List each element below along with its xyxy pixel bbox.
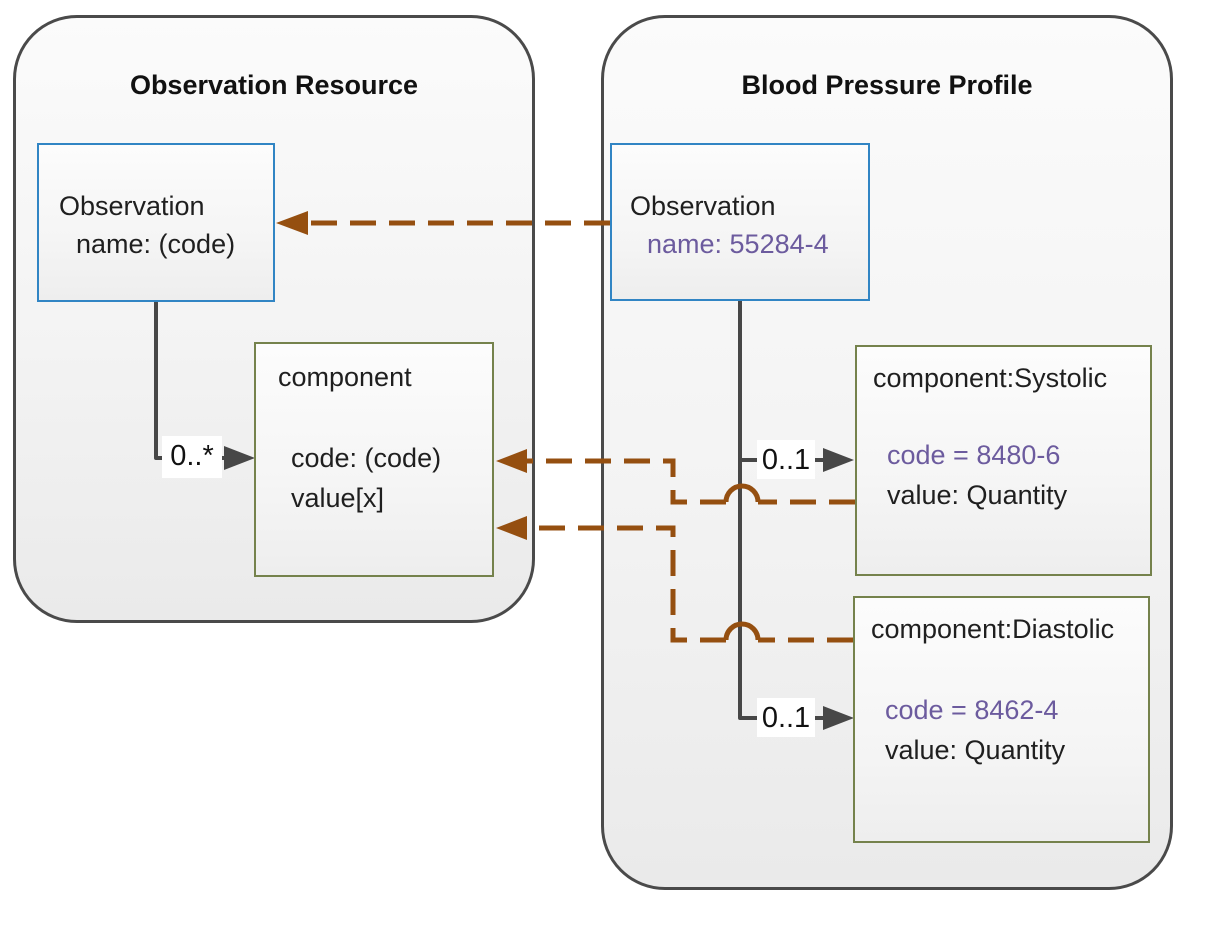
component-value-attr: value[x] (291, 483, 385, 513)
observation-resource-class-name: Observation (59, 191, 205, 221)
right-container-title: Blood Pressure Profile (741, 70, 1033, 100)
component-diastolic-title: component:Diastolic (871, 614, 1115, 644)
component-diastolic-box: component:Diastolic code = 8462-4 value:… (853, 596, 1150, 843)
component-box: component code: (code) value[x] (254, 342, 494, 577)
component-box-title: component (278, 362, 412, 392)
profile-observation-box: Observation name: 55284-4 (610, 143, 870, 301)
left-container-title: Observation Resource (129, 70, 419, 100)
component-code-attr: code: (code) (291, 443, 442, 473)
diastolic-value-attr: value: Quantity (885, 735, 1066, 765)
observation-resource-name-attr: name: (code) (76, 229, 236, 259)
observation-resource-box: Observation name: (code) (37, 143, 275, 302)
component-systolic-box: component:Systolic code = 8480-6 value: … (855, 345, 1152, 576)
profile-observation-class-name: Observation (630, 191, 776, 221)
multiplicity-label-diastolic: 0..1 (757, 698, 815, 737)
multiplicity-label-component: 0..* (162, 436, 222, 478)
diastolic-code-attr: code = 8462-4 (885, 695, 1059, 725)
profile-observation-name-attr: name: 55284-4 (647, 229, 829, 259)
systolic-code-attr: code = 8480-6 (887, 440, 1061, 470)
multiplicity-label-systolic: 0..1 (757, 440, 815, 479)
systolic-value-attr: value: Quantity (887, 480, 1068, 510)
component-systolic-title: component:Systolic (873, 363, 1108, 393)
